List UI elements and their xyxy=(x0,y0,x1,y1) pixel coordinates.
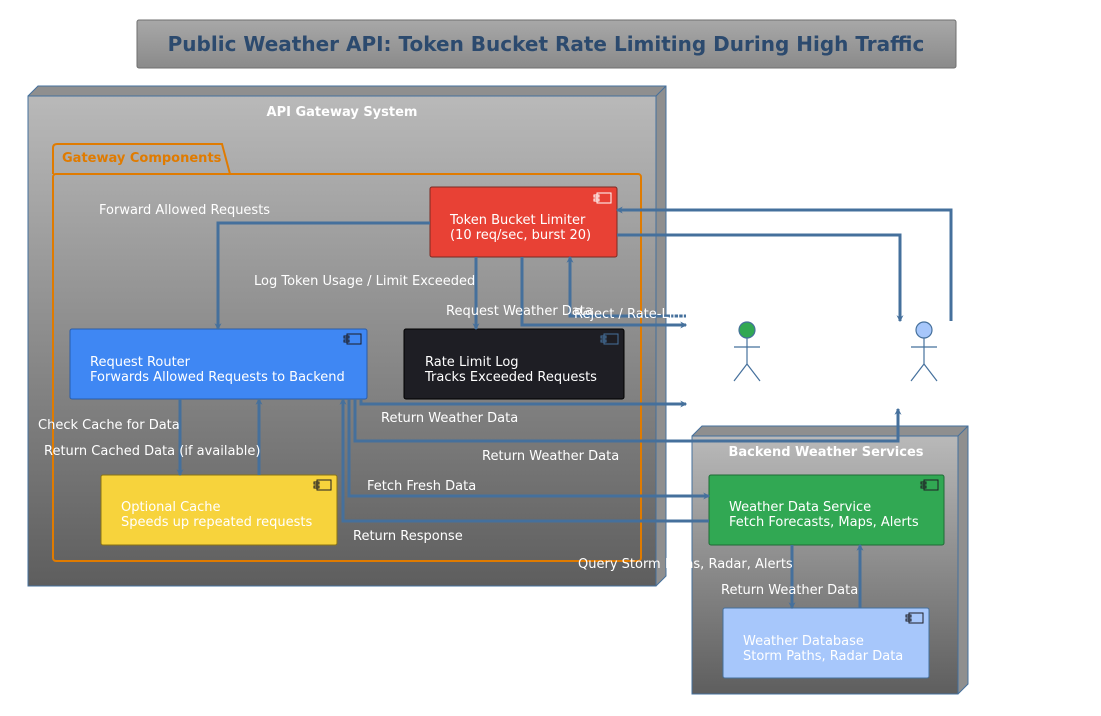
edge-fetch-fresh xyxy=(347,399,711,500)
edge-label-request-weather: Request Weather Data xyxy=(446,304,593,319)
component-icon xyxy=(905,612,924,624)
edge-label-fetch-fresh: Fetch Fresh Data xyxy=(367,479,476,494)
edge-label-reject: Reject / Rate-Limit xyxy=(574,307,694,322)
diagram-title: Public Weather API: Token Bucket Rate Li… xyxy=(136,19,957,69)
edge-label-return-cached: Return Cached Data (if available) xyxy=(44,444,260,459)
component-optional-cache: Optional Cache Speeds up repeated reques… xyxy=(100,474,338,546)
edge-blue-actor-to-limiter xyxy=(615,206,953,321)
node-backend-weather-title: Backend Weather Services xyxy=(728,445,923,460)
edges xyxy=(176,206,953,610)
component-icon xyxy=(920,479,939,491)
edge-return-response xyxy=(339,397,709,523)
component-request-router-label: Request Router xyxy=(90,355,191,370)
edge-return-weather-green xyxy=(359,399,688,408)
component-icon xyxy=(343,333,362,345)
component-request-router-detail: Forwards Allowed Requests to Backend xyxy=(90,370,345,385)
component-weather-data-service: Weather Data Service Fetch Forecasts, Ma… xyxy=(708,474,945,546)
component-weather-data-service-label: Weather Data Service xyxy=(729,500,871,515)
edge-forward-allowed xyxy=(214,221,430,331)
edge-label-forward-allowed: Forward Allowed Requests xyxy=(99,203,270,218)
edge-label-return-weather-db: Return Weather Data xyxy=(721,583,858,598)
component-rate-limit-log-detail: Tracks Exceeded Requests xyxy=(424,370,597,385)
component-rate-limit-log-label: Rate Limit Log xyxy=(425,355,519,370)
edge-label-return-response: Return Response xyxy=(353,529,463,544)
component-icon xyxy=(313,479,332,491)
component-weather-database-detail: Storm Paths, Radar Data xyxy=(743,649,903,664)
package-gateway-components-title: Gateway Components xyxy=(62,151,222,166)
edge-return-weather-blue xyxy=(353,399,902,443)
component-icon xyxy=(593,192,612,204)
edge-limiter-to-blue-actor xyxy=(617,233,904,323)
edge-label-log-token-usage: Log Token Usage / Limit Exceeded xyxy=(254,274,475,289)
component-weather-database: Weather Database Storm Paths, Radar Data xyxy=(722,607,930,679)
component-token-bucket-limiter: Token Bucket Limiter (10 req/sec, burst … xyxy=(429,186,618,258)
component-icon xyxy=(600,333,619,345)
component-optional-cache-label: Optional Cache xyxy=(121,500,221,515)
actor-green-user-icon xyxy=(733,321,761,382)
component-optional-cache-detail: Speeds up repeated requests xyxy=(121,515,312,530)
edge-request-weather xyxy=(566,255,686,318)
package-gateway-components: Gateway Components xyxy=(52,143,642,562)
component-request-router: Request Router Forwards Allowed Requests… xyxy=(69,328,368,400)
edge-label-return-weather-blue: Return Weather Data xyxy=(482,449,619,464)
component-rate-limit-log: Rate Limit Log Tracks Exceeded Requests xyxy=(403,328,625,400)
edge-label-return-weather-green: Return Weather Data xyxy=(381,411,518,426)
edge-reject xyxy=(520,257,688,329)
component-weather-data-service-detail: Fetch Forecasts, Maps, Alerts xyxy=(729,515,919,530)
component-token-bucket-limiter-detail: (10 req/sec, burst 20) xyxy=(450,228,591,243)
edge-label-query-storm: Query Storm Paths, Radar, Alerts xyxy=(578,557,793,572)
edge-label-check-cache: Check Cache for Data xyxy=(38,418,180,433)
edge-labels: Forward Allowed Requests Log Token Usage… xyxy=(38,203,858,598)
node-api-gateway-title: API Gateway System xyxy=(267,105,418,120)
component-weather-database-label: Weather Database xyxy=(743,634,864,649)
diagram-title-text: Public Weather API: Token Bucket Rate Li… xyxy=(168,32,925,56)
component-token-bucket-limiter-label: Token Bucket Limiter xyxy=(449,213,586,228)
actor-blue-user-icon xyxy=(910,321,938,382)
